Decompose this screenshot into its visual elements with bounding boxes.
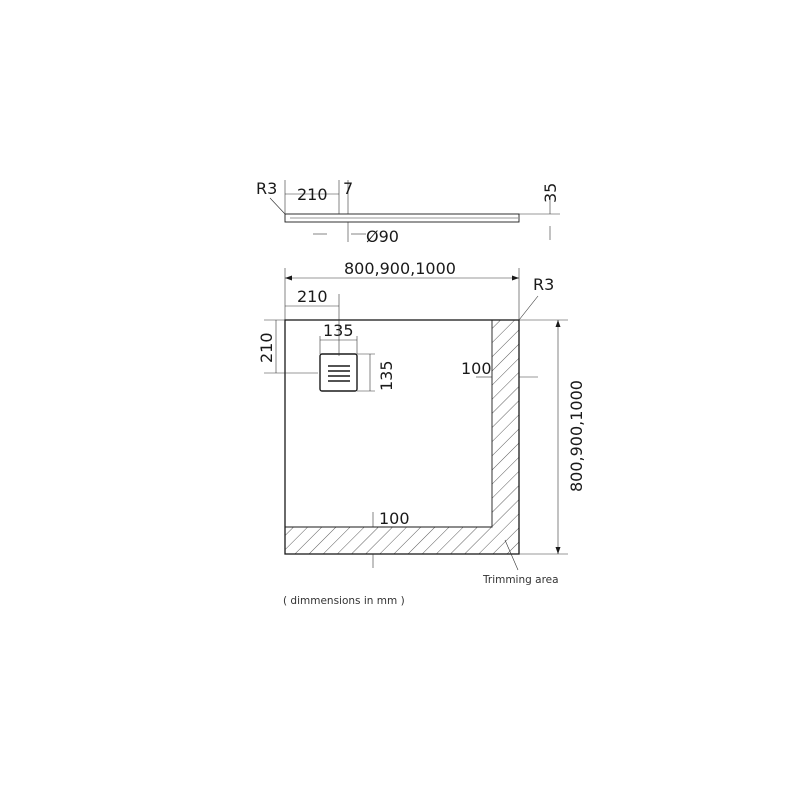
overall-depth-label: 800,900,1000 bbox=[567, 380, 586, 492]
dimensions-note: ( dimmensions in mm ) bbox=[283, 595, 405, 607]
trim-area-leader bbox=[504, 539, 519, 571]
plan-view: 800,900,1000 210 210 135 135 R3 100 100 bbox=[257, 259, 586, 586]
side-drain-label: Ø90 bbox=[366, 227, 399, 246]
overall-width-label: 800,900,1000 bbox=[344, 259, 456, 278]
drain-grate bbox=[319, 353, 358, 392]
drain-height-label: 135 bbox=[377, 360, 396, 391]
drain-offset-y-label: 210 bbox=[257, 332, 276, 363]
side-radius-label: R3 bbox=[256, 179, 277, 198]
side-view: R3 210 7 Ø90 35 bbox=[256, 179, 560, 246]
trim-right-label: 100 bbox=[461, 359, 492, 378]
tray-outline bbox=[284, 319, 520, 555]
side-radius-leader bbox=[269, 197, 286, 215]
drain-offset-x-label: 210 bbox=[297, 287, 328, 306]
side-thickness-label: 35 bbox=[541, 183, 560, 203]
corner-radius-label: R3 bbox=[533, 275, 554, 294]
side-offset-label: 210 bbox=[297, 185, 328, 204]
drain-width-label: 135 bbox=[323, 321, 354, 340]
trimming-area-hatch bbox=[285, 320, 519, 554]
corner-radius-leader bbox=[518, 295, 539, 321]
side-gap-label: 7 bbox=[343, 179, 353, 198]
trim-boundary bbox=[285, 320, 493, 528]
trim-bottom-label: 100 bbox=[379, 509, 410, 528]
trim-area-label: Trimming area bbox=[482, 574, 559, 586]
